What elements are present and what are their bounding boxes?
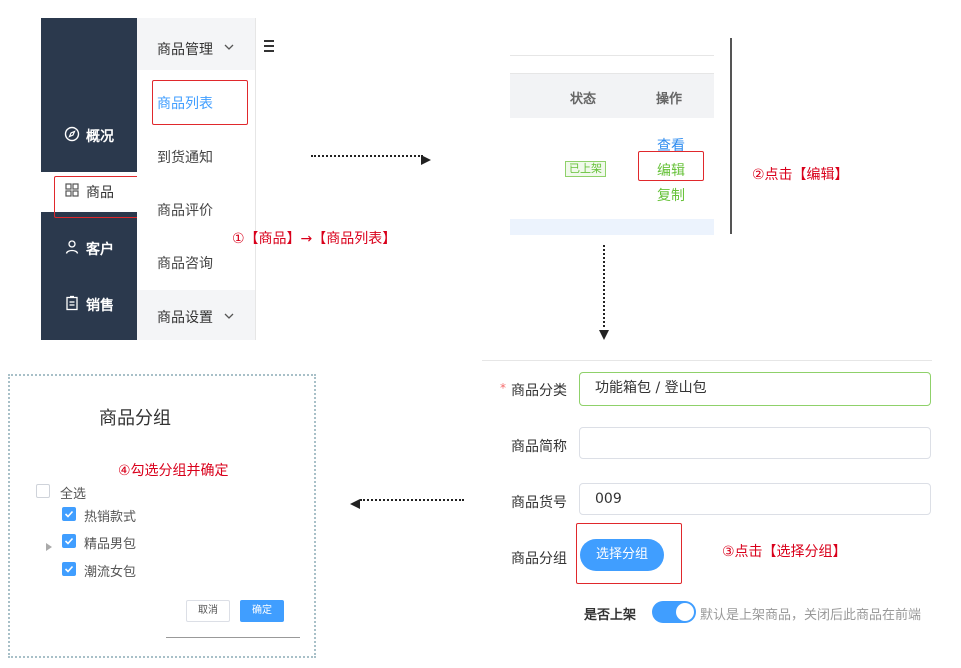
- submenu-group-product-management[interactable]: 商品管理: [137, 18, 255, 70]
- sidebar-item-sales[interactable]: 销售: [41, 285, 137, 325]
- column-header-status: 状态: [570, 92, 597, 107]
- arrow-line: [360, 499, 464, 501]
- highlight-products: [54, 176, 148, 218]
- chevron-down-icon: [223, 307, 235, 326]
- short-name-label: 商品简称: [511, 439, 567, 455]
- required-mark: *: [500, 381, 506, 395]
- user-icon: [64, 239, 80, 259]
- annotation-step-1: ①【商品】→【商品列表】: [232, 231, 397, 247]
- copy-link[interactable]: 复制: [657, 188, 685, 204]
- chevron-down-icon: [223, 38, 235, 57]
- highlight-edit: [638, 151, 704, 181]
- submenu-group-label: 商品设置: [157, 310, 213, 326]
- table-header: 状态 操作: [510, 73, 714, 118]
- submenu-item-inquiries[interactable]: 商品咨询: [157, 256, 213, 272]
- annotation-step-2: ②点击【编辑】: [752, 167, 849, 183]
- listing-label: 是否上架: [584, 608, 637, 623]
- submenu-group-label: 商品管理: [157, 42, 213, 58]
- sku-label: 商品货号: [511, 495, 567, 511]
- group-label-women: 潮流女包: [84, 565, 137, 580]
- annotation-step-4: ④勾选分组并确定: [118, 463, 229, 479]
- sidebar-item-overview[interactable]: 概况: [41, 116, 137, 156]
- divider: [482, 360, 932, 361]
- listing-hint: 默认是上架商品，关闭后此商品在前端: [700, 608, 922, 622]
- select-group-button[interactable]: 选择分组: [580, 539, 664, 571]
- annotation-step-3: ③点击【选择分组】: [722, 544, 847, 560]
- cancel-button[interactable]: 取消: [186, 600, 230, 622]
- sidebar-item-label: 销售: [86, 298, 114, 314]
- submenu: 商品管理 商品列表 到货通知 商品评价 商品咨询 商品设置: [137, 18, 256, 340]
- group-dialog: 商品分组 ④勾选分组并确定 全选 热销款式 精品男包 潮流女包 取消 确定: [8, 374, 316, 658]
- short-name-field[interactable]: [579, 427, 931, 459]
- sidebar-item-label: 概况: [86, 129, 114, 145]
- select-all-checkbox[interactable]: [36, 484, 50, 498]
- arrow-line: [603, 245, 605, 327]
- sidebar-item-products[interactable]: 商品: [41, 172, 137, 212]
- confirm-button[interactable]: 确定: [240, 600, 284, 622]
- compass-icon: [64, 126, 80, 146]
- category-field[interactable]: 功能箱包 / 登山包: [579, 372, 931, 406]
- status-badge: 已上架: [565, 161, 606, 177]
- sku-field[interactable]: 009: [579, 483, 931, 515]
- highlight-product-list: [152, 80, 248, 125]
- edit-link[interactable]: 编辑: [657, 163, 685, 179]
- submenu-group-product-settings[interactable]: 商品设置: [137, 290, 255, 340]
- submenu-item-product-list[interactable]: 商品列表: [157, 96, 213, 112]
- sidebar-item-customers[interactable]: 客户: [41, 229, 137, 269]
- group-label-hot: 热销款式: [84, 510, 137, 525]
- scroll-divider: [730, 38, 732, 234]
- group-label-men: 精品男包: [84, 537, 137, 552]
- view-link[interactable]: 查看: [657, 138, 685, 154]
- arrow-left-icon: [350, 494, 360, 513]
- group-checkbox[interactable]: [62, 562, 76, 576]
- submenu-item-reviews[interactable]: 商品评价: [157, 203, 213, 219]
- sidebar-item-label: 商品: [86, 185, 114, 201]
- table-row-hover: [510, 219, 714, 235]
- expand-arrow-icon[interactable]: [45, 536, 53, 555]
- menu-toggle-icon[interactable]: [264, 38, 274, 57]
- sidebar: 概况 商品 客户 销售: [41, 18, 137, 340]
- dialog-title: 商品分组: [99, 408, 171, 429]
- product-table: 状态 操作 已上架 查看 编辑 复制: [510, 55, 714, 235]
- listing-hint-clip: 默认是上架商品，关闭后此商品在前端: [700, 604, 931, 622]
- submenu-item-arrival-notice[interactable]: 到货通知: [157, 150, 213, 166]
- highlight-select-group: [576, 523, 682, 584]
- sidebar-item-label: 客户: [86, 242, 114, 258]
- category-label: 商品分类: [511, 383, 567, 399]
- clipboard-icon: [64, 295, 80, 315]
- arrow-line: [311, 155, 423, 157]
- group-checkbox[interactable]: [62, 507, 76, 521]
- toggle-knob: [676, 603, 694, 621]
- select-all-label: 全选: [60, 487, 87, 502]
- arrow-down-icon: [599, 325, 609, 344]
- listing-toggle[interactable]: [652, 601, 696, 623]
- grid-icon: [64, 182, 80, 202]
- group-label: 商品分组: [511, 551, 567, 567]
- divider: [166, 637, 300, 638]
- group-checkbox[interactable]: [62, 534, 76, 548]
- divider: [510, 55, 714, 56]
- arrow-right-icon: [421, 150, 431, 169]
- column-header-actions: 操作: [656, 92, 683, 107]
